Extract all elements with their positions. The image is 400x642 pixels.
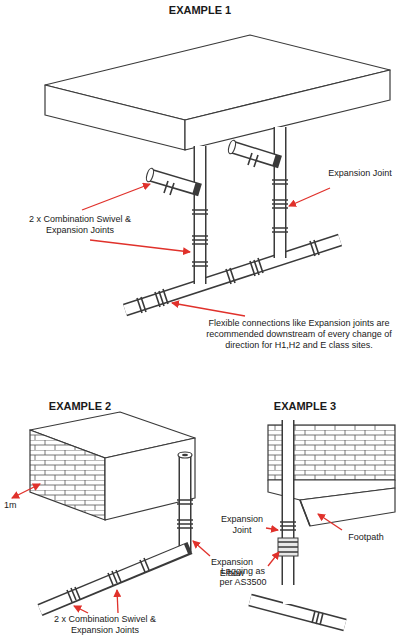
label-holder: Expansion Joint xyxy=(218,514,266,536)
label-holder: Footpath xyxy=(338,532,394,543)
example-heading: EXAMPLE 3 xyxy=(255,400,355,413)
dimension-label: 1m xyxy=(4,500,28,511)
callout-label: 2 x Combination Swivel & Expansion Joint… xyxy=(48,614,162,636)
example-heading: EXAMPLE 2 xyxy=(30,400,130,413)
callout-label: Lagging as per AS3500 xyxy=(214,566,272,588)
label-holder: EXAMPLE 1 xyxy=(150,4,250,17)
callout-label: Expansion Joint xyxy=(326,168,394,179)
label-holder: 2 x Combination Swivel & Expansion Joint… xyxy=(48,614,162,636)
callout-label: Footpath xyxy=(338,532,394,543)
label-holder: EXAMPLE 2 xyxy=(30,400,130,413)
note-text: Flexible connections like Expansion join… xyxy=(205,318,393,350)
pipework-example-1 xyxy=(125,127,340,313)
brick-pit xyxy=(30,412,195,520)
label-holder: 1m xyxy=(4,500,28,511)
label-holder: Flexible connections like Expansion join… xyxy=(205,318,393,350)
example-heading: EXAMPLE 1 xyxy=(150,4,250,17)
callout-label: Expansion Joint xyxy=(218,514,266,536)
label-holder: EXAMPLE 3 xyxy=(255,400,355,413)
pipework-example-2 xyxy=(40,452,193,610)
concrete-beam xyxy=(45,35,390,150)
label-holder: Lagging as per AS3500 xyxy=(214,566,272,588)
callout-label: 2 x Combination Swivel & Expansion Joint… xyxy=(28,214,132,236)
label-holder: 2 x Combination Swivel & Expansion Joint… xyxy=(28,214,132,236)
label-holder: Expansion Joint xyxy=(326,168,394,179)
pipework-example-3 xyxy=(250,420,345,625)
